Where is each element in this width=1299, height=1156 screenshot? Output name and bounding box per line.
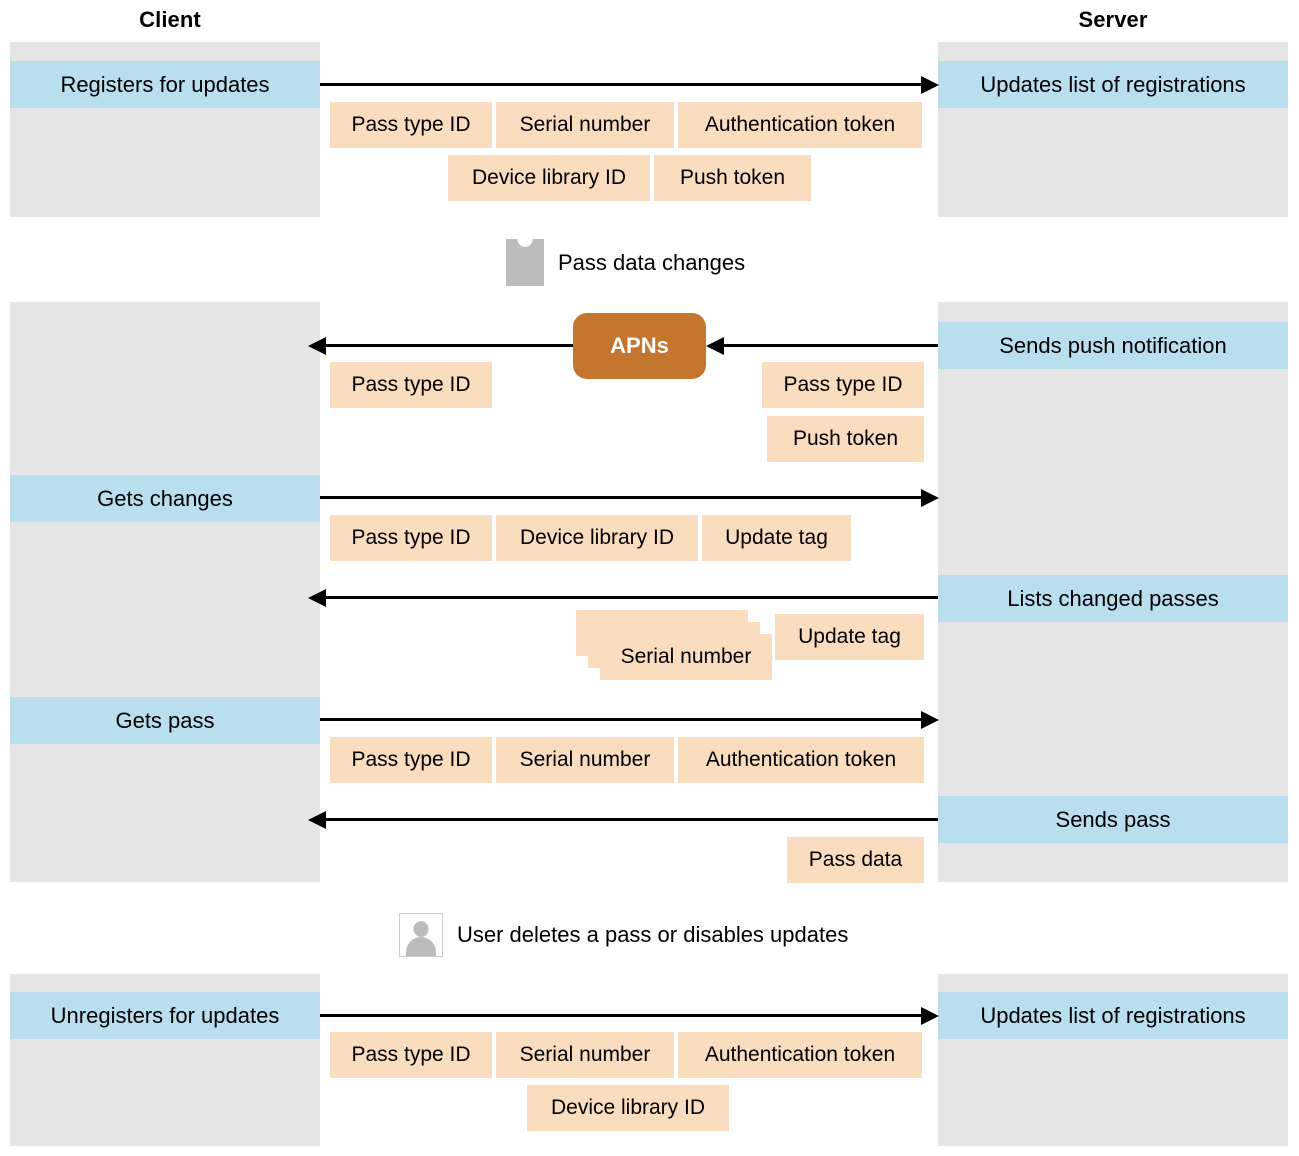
chip-changes-pass-type-id: Pass type ID <box>330 515 492 561</box>
band-label: Lists changed passes <box>1007 585 1219 611</box>
arrow-unregister-line <box>320 1014 923 1017</box>
chip-getpass-serial-number: Serial number <box>496 737 674 783</box>
chip-list-update-tag: Update tag <box>775 614 924 660</box>
chip-pass-type-id: Pass type ID <box>330 102 492 148</box>
event-user-deletes-pass: User deletes a pass or disables updates <box>399 913 848 957</box>
arrow-sends-pass-line <box>326 818 938 821</box>
band-updates-list-of-registrations: Updates list of registrations <box>938 61 1288 108</box>
chip-device-library-id: Device library ID <box>448 155 650 201</box>
chip-stack-serial-number: Serial number <box>576 610 772 680</box>
user-icon <box>399 913 443 957</box>
chip-push-token: Push token <box>654 155 811 201</box>
arrow-register-head <box>921 75 939 94</box>
band-gets-pass: Gets pass <box>10 697 320 744</box>
band-unregisters-for-updates: Unregisters for updates <box>10 992 320 1039</box>
event-pass-data-changes: Pass data changes <box>506 239 745 286</box>
band-label: Updates list of registrations <box>980 71 1246 97</box>
band-sends-push-notification: Sends push notification <box>938 322 1288 369</box>
arrow-gets-changes-head <box>921 488 939 507</box>
chip-changes-update-tag: Update tag <box>702 515 851 561</box>
chip-server-pass-type-id: Pass type ID <box>762 362 924 408</box>
band-label: Registers for updates <box>60 71 270 97</box>
chip-unreg-pass-type-id: Pass type ID <box>330 1032 492 1078</box>
band-sends-pass: Sends pass <box>938 796 1288 843</box>
apns-node: APNs <box>573 313 706 379</box>
band-updates-list-of-registrations-2: Updates list of registrations <box>938 992 1288 1039</box>
band-registers-for-updates: Registers for updates <box>10 61 320 108</box>
apns-label: APNs <box>610 333 669 358</box>
band-label: Gets pass <box>115 707 215 733</box>
chip-serial-number: Serial number <box>496 102 674 148</box>
band-lists-changed-passes: Lists changed passes <box>938 575 1288 622</box>
band-label: Gets changes <box>97 485 233 511</box>
arrow-server-to-apns-line <box>724 344 938 347</box>
chip-unreg-serial-number: Serial number <box>496 1032 674 1078</box>
arrow-register-line <box>320 83 923 86</box>
stack-layer-front: Serial number <box>600 634 772 680</box>
arrow-server-to-apns-head <box>706 336 724 355</box>
event-label: User deletes a pass or disables updates <box>457 922 849 947</box>
chip-client-pass-type-id: Pass type ID <box>330 362 492 408</box>
arrow-gets-pass-head <box>921 710 939 729</box>
event-label: Pass data changes <box>558 249 746 275</box>
arrow-lists-changed-head <box>308 588 326 607</box>
arrow-apns-to-client-head <box>308 336 326 355</box>
arrow-unregister-head <box>921 1006 939 1025</box>
chip-getpass-pass-type-id: Pass type ID <box>330 737 492 783</box>
chip-unreg-device-library-id: Device library ID <box>527 1085 729 1131</box>
column-title-server: Server <box>1078 7 1148 32</box>
arrow-sends-pass-head <box>308 810 326 829</box>
band-gets-changes: Gets changes <box>10 475 320 522</box>
band-label: Sends pass <box>1055 806 1171 832</box>
column-title-client: Client <box>139 7 201 32</box>
band-label: Sends push notification <box>999 332 1227 358</box>
band-label: Updates list of registrations <box>980 1002 1246 1028</box>
user-icon-body <box>406 937 436 956</box>
user-icon-head <box>413 921 429 937</box>
arrow-lists-changed-line <box>326 596 938 599</box>
arrow-gets-pass-line <box>320 718 923 721</box>
pass-icon <box>506 239 544 286</box>
chip-getpass-authentication-token: Authentication token <box>678 737 924 783</box>
chip-authentication-token: Authentication token <box>678 102 922 148</box>
chip-unreg-authentication-token: Authentication token <box>678 1032 922 1078</box>
band-label: Unregisters for updates <box>50 1002 280 1028</box>
lane-client-middle <box>10 302 320 882</box>
chip-changes-device-library-id: Device library ID <box>496 515 698 561</box>
chip-server-push-token: Push token <box>767 416 924 462</box>
arrow-gets-changes-line <box>320 496 923 499</box>
chip-pass-data: Pass data <box>787 837 924 883</box>
arrow-apns-to-client-line <box>326 344 573 347</box>
